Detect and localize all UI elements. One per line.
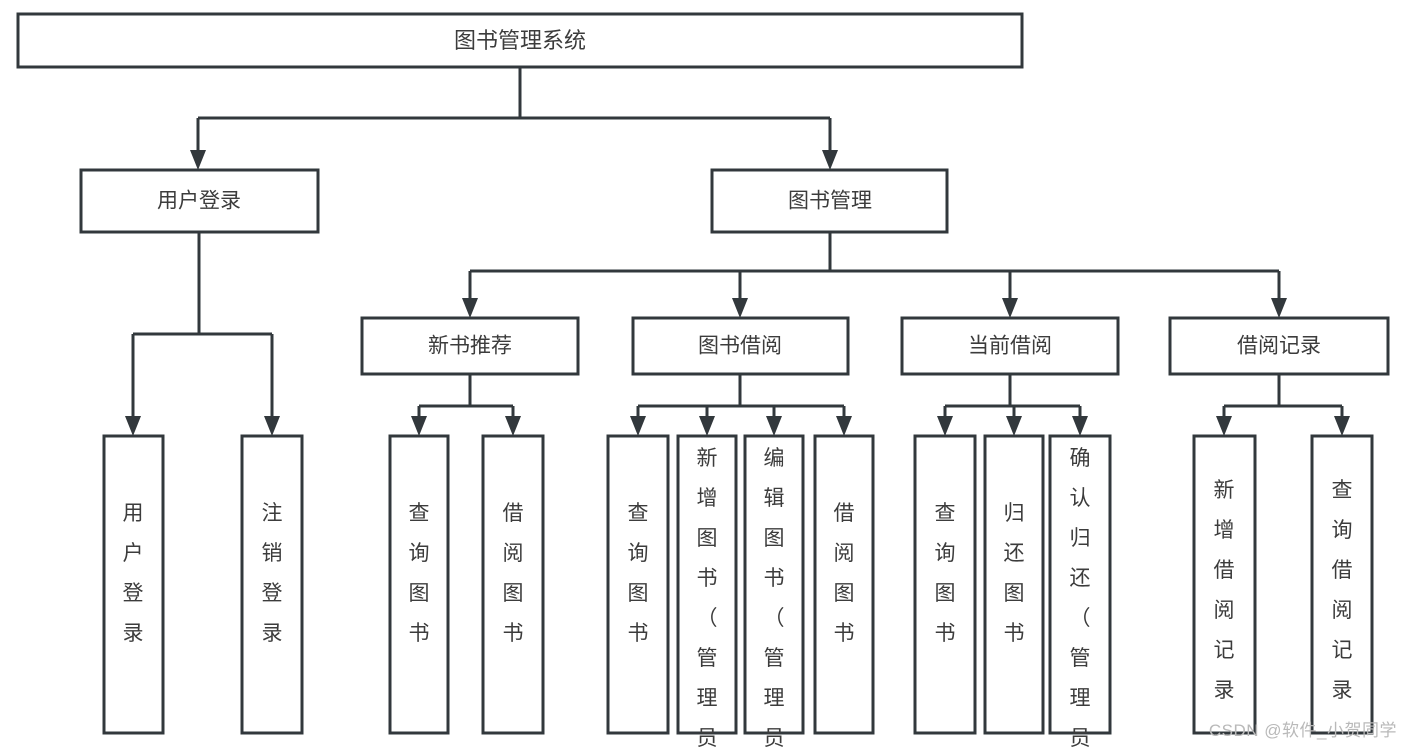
node-current-borrow-box[interactable] [900, 316, 1120, 376]
node-new-book-rec-box[interactable] [360, 316, 580, 376]
node-leaf-user-login[interactable]: 用户登录 [102, 434, 165, 735]
node-leaf-query-book-2[interactable]: 查询图书 [606, 434, 670, 735]
node-leaf-borrow-book-1[interactable]: 借阅图书 [481, 434, 545, 735]
node-borrow-record[interactable]: 借阅记录 [1168, 316, 1390, 376]
node-user-login-label: 用户登录 [157, 190, 241, 213]
node-leaf-query-book-1-box[interactable] [388, 434, 450, 735]
node-current-borrow[interactable]: 当前借阅 [900, 316, 1120, 376]
node-root[interactable]: 图书管理系统 [16, 12, 1024, 69]
node-leaf-query-book-1-label: 查询图书 [409, 502, 430, 645]
arrow-head-current-borrow [1002, 298, 1018, 318]
node-leaf-query-record-box[interactable] [1310, 434, 1374, 735]
node-new-book-rec[interactable]: 新书推荐 [360, 316, 580, 376]
node-leaf-add-record[interactable]: 新增借阅记录 [1192, 434, 1257, 735]
node-leaf-borrow-book-2[interactable]: 借阅图书 [813, 434, 875, 735]
node-leaf-confirm-return-box[interactable] [1048, 434, 1112, 735]
node-current-borrow-label: 当前借阅 [968, 335, 1052, 358]
node-leaf-query-record[interactable]: 查询借阅记录 [1310, 434, 1374, 735]
node-leaf-confirm-return-label: 确认归还（管理员） [1070, 447, 1091, 747]
arrow-head-borrow-record [1271, 298, 1287, 318]
arrow-head-leaf-user-logout [264, 416, 280, 436]
arrow-head-book-borrow [732, 298, 748, 318]
node-leaf-add-book-label: 新增图书（管理员） [697, 447, 718, 747]
node-leaf-borrow-book-2-box[interactable] [813, 434, 875, 735]
arrow-head-leaf-add-book [699, 416, 715, 436]
arrow-head-leaf-return-book [1006, 416, 1022, 436]
node-leaf-user-logout[interactable]: 注销登录 [240, 434, 304, 735]
node-user-login[interactable]: 用户登录 [79, 168, 320, 234]
node-book-borrow-label: 图书借阅 [698, 335, 782, 358]
node-leaf-borrow-book-1-label: 借阅图书 [503, 502, 524, 645]
arrow-head-leaf-query-book-3 [937, 416, 953, 436]
node-leaf-confirm-return[interactable]: 确认归还（管理员） [1048, 434, 1112, 747]
node-leaf-query-book-3[interactable]: 查询图书 [913, 434, 977, 735]
node-leaf-edit-book[interactable]: 编辑图书（管理员） [743, 434, 805, 747]
node-leaf-query-book-3-box[interactable] [913, 434, 977, 735]
node-book-borrow[interactable]: 图书借阅 [631, 316, 850, 376]
arrow-head-new-book-rec [462, 298, 478, 318]
node-leaf-query-book-2-box[interactable] [606, 434, 670, 735]
node-leaf-edit-book-label: 编辑图书（管理员） [764, 447, 785, 747]
arrow-head-leaf-confirm-return [1072, 416, 1088, 436]
node-leaf-return-book[interactable]: 归还图书 [983, 434, 1045, 735]
node-leaf-borrow-book-2-label: 借阅图书 [834, 502, 855, 645]
node-leaf-edit-book-box[interactable] [743, 434, 805, 735]
node-book-manage-box[interactable] [710, 168, 949, 234]
node-new-book-rec-label: 新书推荐 [428, 335, 512, 358]
node-leaf-query-record-label: 查询借阅记录 [1332, 479, 1353, 702]
arrow-head-leaf-query-book-1 [411, 416, 427, 436]
node-leaf-add-record-label: 新增借阅记录 [1214, 479, 1235, 702]
arrow-head-leaf-query-book-2 [630, 416, 646, 436]
node-leaf-borrow-book-1-box[interactable] [481, 434, 545, 735]
node-book-manage-label: 图书管理 [788, 190, 872, 213]
node-leaf-add-record-box[interactable] [1192, 434, 1257, 735]
node-leaf-user-logout-label: 注销登录 [262, 502, 283, 645]
node-leaf-return-book-box[interactable] [983, 434, 1045, 735]
node-leaf-return-book-label: 归还图书 [1004, 502, 1025, 645]
node-book-manage[interactable]: 图书管理 [710, 168, 949, 234]
node-root-label: 图书管理系统 [454, 28, 586, 53]
node-leaf-query-book-1[interactable]: 查询图书 [388, 434, 450, 735]
node-borrow-record-label: 借阅记录 [1237, 335, 1321, 358]
node-leaf-add-book-box[interactable] [676, 434, 738, 735]
csdn-watermark: CSDN @软件_小贺同学 [1208, 721, 1397, 740]
node-user-login-box[interactable] [79, 168, 320, 234]
arrow-head-leaf-query-record [1334, 416, 1350, 436]
connector-layer [125, 67, 1350, 436]
node-book-borrow-box[interactable] [631, 316, 850, 376]
node-root-box[interactable] [16, 12, 1024, 69]
arrow-head-leaf-borrow-book-1 [505, 416, 521, 436]
node-leaf-user-login-box[interactable] [102, 434, 165, 735]
arrow-head-book-manage [822, 150, 838, 170]
node-borrow-record-box[interactable] [1168, 316, 1390, 376]
arrow-head-leaf-borrow-book-2 [836, 416, 852, 436]
node-leaf-query-book-2-label: 查询图书 [628, 502, 649, 645]
arrow-head-user-login [190, 150, 206, 170]
arrow-head-leaf-user-login [125, 416, 141, 436]
arrow-head-leaf-add-record [1216, 416, 1232, 436]
node-leaf-add-book[interactable]: 新增图书（管理员） [676, 434, 738, 747]
node-leaf-user-logout-box[interactable] [240, 434, 304, 735]
node-leaf-query-book-3-label: 查询图书 [935, 502, 956, 645]
arrow-head-leaf-edit-book [766, 416, 782, 436]
node-leaf-user-login-label: 用户登录 [123, 502, 144, 645]
